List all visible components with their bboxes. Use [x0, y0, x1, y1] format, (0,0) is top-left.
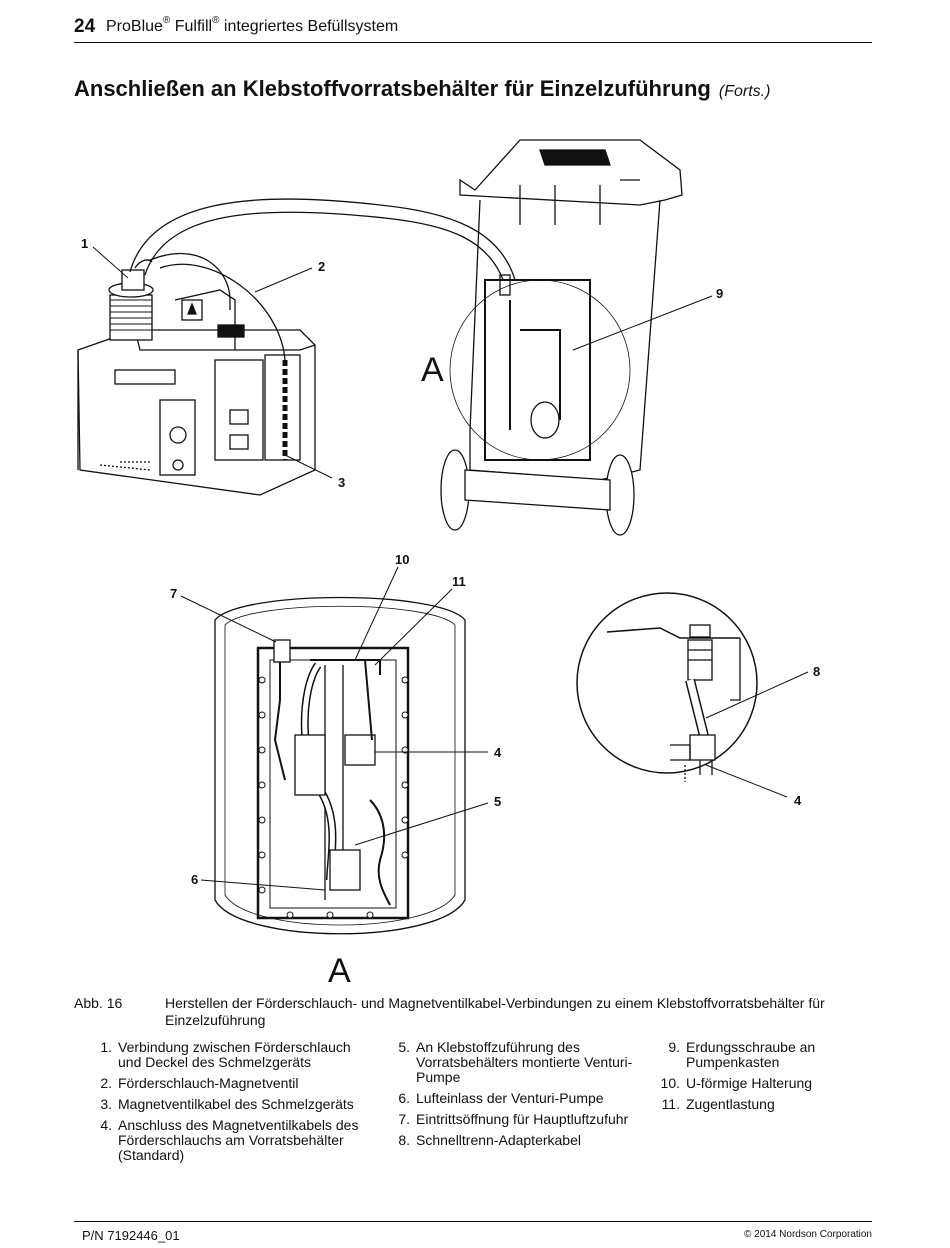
- legend-item: 5.An Klebstoffzuführung des Vorratsbehäl…: [398, 1039, 633, 1085]
- legend-item: 2.Förderschlauch-Magnetventil: [100, 1075, 299, 1091]
- callout-11: 11: [452, 574, 466, 589]
- legend-item: 10.U-förmige Halterung: [660, 1075, 813, 1091]
- detail-a-drawing: [214, 596, 466, 935]
- detail-letter-a-bottom: A: [328, 952, 351, 990]
- legend-item: 7.Eintrittsöffnung für Hauptluftzufuhr: [398, 1111, 629, 1127]
- callout-6: 6: [191, 872, 198, 887]
- part-number: P/N 7192446_01: [82, 1228, 180, 1243]
- callout-5: 5: [494, 794, 501, 809]
- legend-column-1: 1.Verbindung zwischen Förderschlauch und…: [82, 1040, 372, 1169]
- detail-connector-drawing: [576, 592, 758, 782]
- copyright: © 2014 Nordson Corporation: [744, 1229, 872, 1240]
- melter-unit-drawing: [77, 269, 316, 496]
- callout-4: 4: [494, 745, 502, 760]
- callout-7: 7: [170, 586, 177, 601]
- callout-9: 9: [716, 286, 723, 301]
- callout-3: 3: [338, 475, 345, 490]
- page-header: 24 ProBlue® Fulfill® integriertes Befüll…: [74, 15, 872, 43]
- legend-item: 4.Anschluss des Magnetventilkabels des F…: [100, 1117, 359, 1163]
- legend-column-3: 9.Erdungsschraube an Pumpenkasten 10.U-f…: [650, 1040, 870, 1118]
- legend-item: 11.Zugentlastung: [661, 1096, 775, 1112]
- page-footer: P/N 7192446_01 © 2014 Nordson Corporatio…: [74, 1221, 872, 1243]
- callout-10: 10: [395, 552, 409, 567]
- legend-item: 6.Lufteinlass der Venturi-Pumpe: [398, 1090, 604, 1106]
- leader-lines: [92, 246, 809, 891]
- supply-hose-drawing: [129, 198, 516, 361]
- legend-item: 9.Erdungsschraube an Pumpenkasten: [668, 1039, 816, 1070]
- legend-item: 1.Verbindung zwischen Förderschlauch und…: [100, 1039, 351, 1070]
- callout-8: 8: [813, 664, 820, 679]
- section-suffix: (Forts.): [718, 83, 771, 100]
- detail-letter-a: A: [421, 351, 444, 389]
- section-title: Anschließen an Klebstoffvorratsbehälter …: [74, 76, 771, 101]
- callout-2: 2: [318, 259, 325, 274]
- callout-1: 1: [81, 236, 88, 251]
- legend-item: 8.Schnelltrenn-Adapterkabel: [398, 1132, 581, 1148]
- caption-label: Abb. 16: [74, 995, 123, 1011]
- callout-4b: 4: [794, 793, 802, 808]
- header-title: ProBlue® Fulfill® integriertes Befüllsys…: [106, 15, 399, 35]
- caption-text: Herstellen der Förderschlauch- und Magne…: [165, 995, 825, 1028]
- container-drawing: [440, 139, 683, 536]
- page-number: 24: [74, 16, 96, 37]
- legend-column-2: 5.An Klebstoffzuführung des Vorratsbehäl…: [380, 1040, 650, 1154]
- legend-item: 3.Magnetventilkabel des Schmelzgeräts: [100, 1096, 354, 1112]
